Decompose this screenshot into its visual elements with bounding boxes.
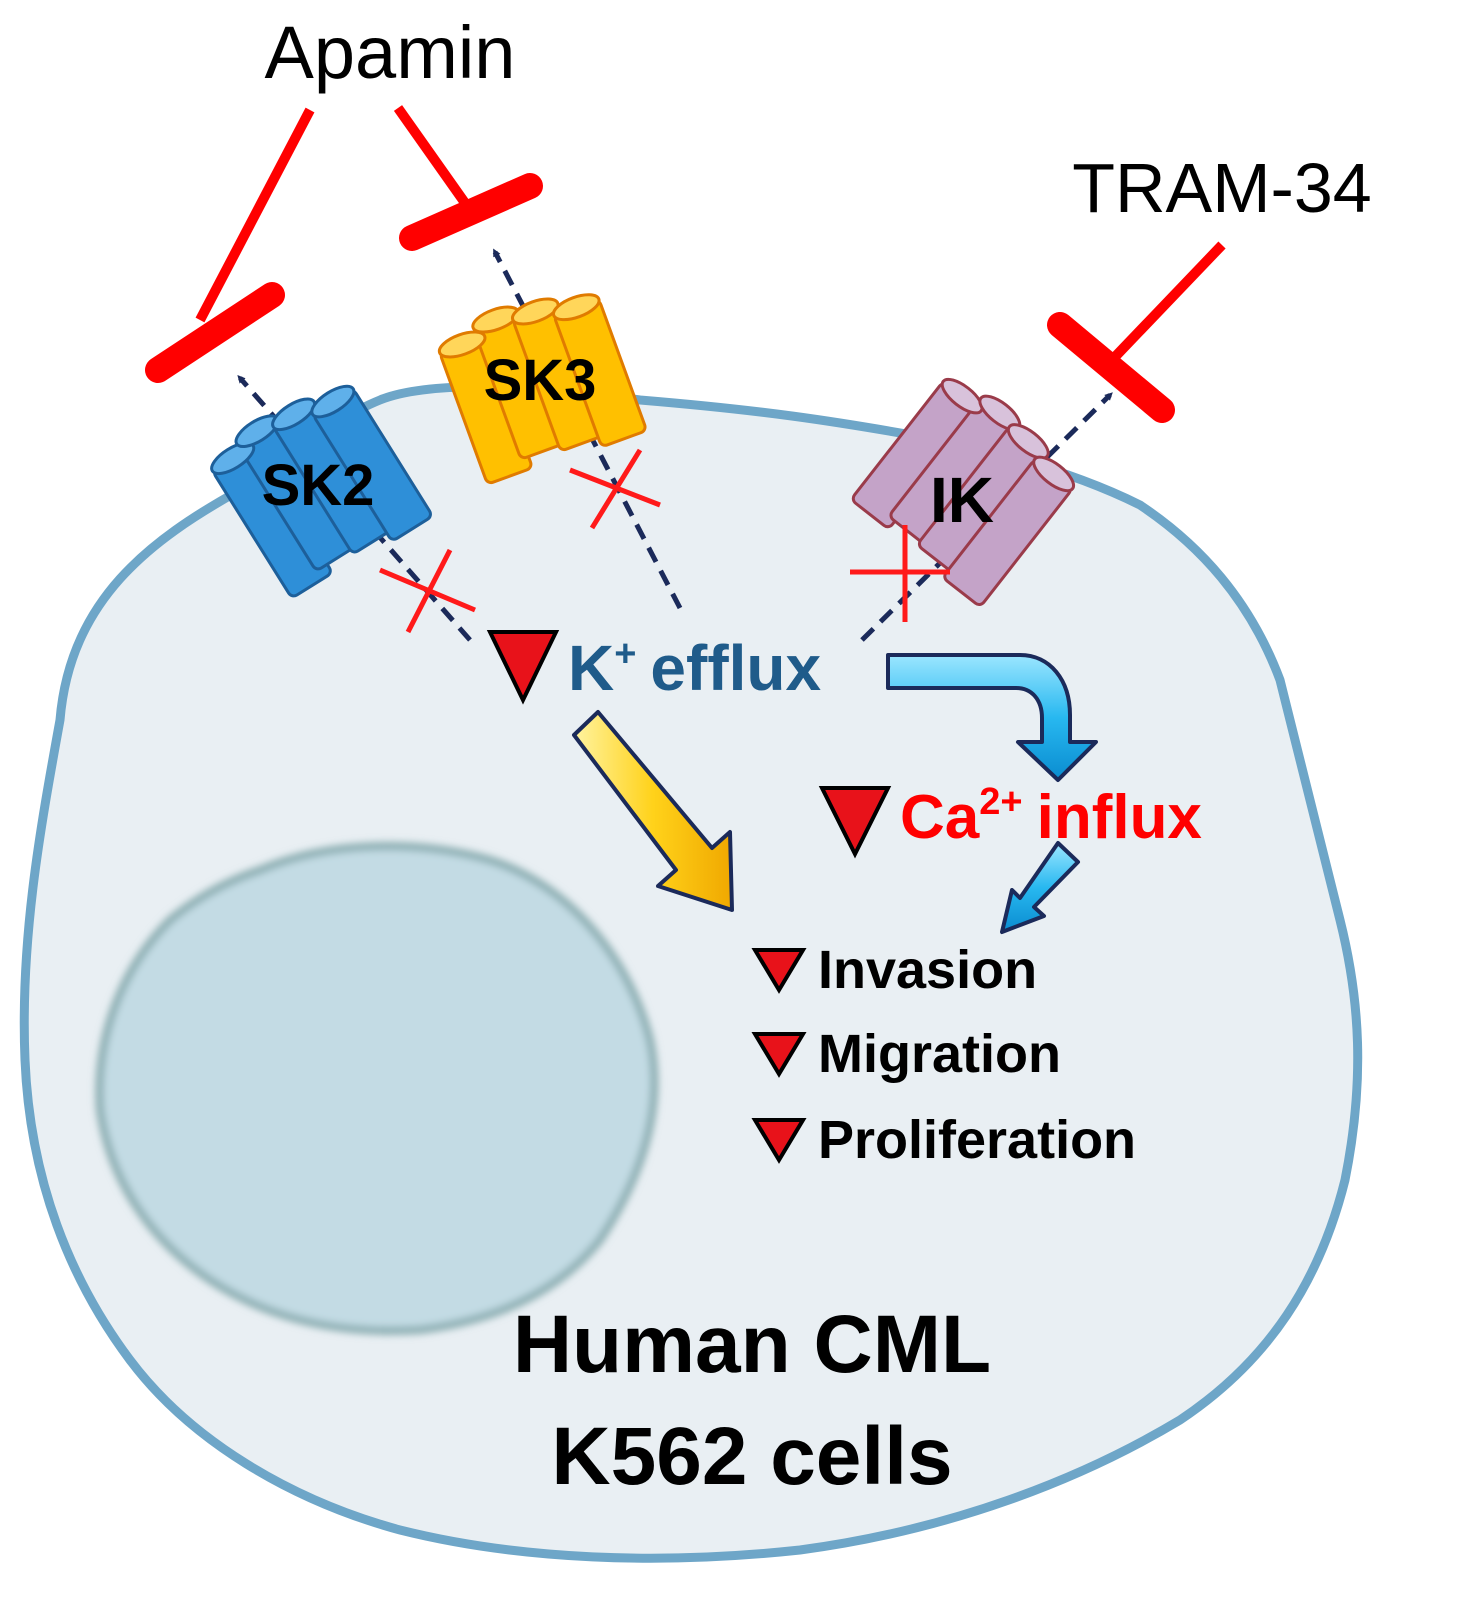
inhibitor-apamin-sk2: [145, 107, 315, 383]
inhibitor-apamin-sk3: [393, 105, 543, 251]
cell-title-line2: K562 cells: [551, 1411, 952, 1502]
block-mark-sk3: [569, 448, 661, 530]
potassium-efflux-label: K+efflux: [568, 632, 822, 704]
decrease-marker-calcium: [818, 786, 892, 859]
sk3-channel-icon: [437, 293, 647, 485]
ik-channel-icon: [851, 377, 1076, 607]
block-mark-ik: [850, 525, 950, 622]
outcome-invasion: Invasion: [818, 940, 1037, 1000]
decrease-marker-proliferation: [751, 1118, 807, 1164]
outcome-proliferation: Proliferation: [818, 1110, 1136, 1170]
blue-bent-arrow: [886, 653, 1098, 782]
sk2-channel-icon: [210, 384, 432, 598]
outcome-list: Invasion Migration Proliferation: [751, 940, 1136, 1170]
block-marks: [379, 448, 950, 634]
cell-title-line1: Human CML: [513, 1299, 991, 1390]
nucleus: [95, 842, 658, 1335]
blue-arrow-down: [1000, 841, 1080, 934]
calcium-influx-label: Ca2+influx: [900, 781, 1202, 852]
apamin-label: Apamin: [265, 11, 516, 94]
decrease-marker-migration: [751, 1032, 807, 1078]
decrease-marker-invasion: [751, 948, 807, 994]
yellow-arrow: [572, 710, 734, 912]
sk3-label: SK3: [484, 348, 597, 413]
inhibitor-tram34-ik: [1047, 241, 1226, 423]
sk2-label: SK2: [262, 453, 375, 518]
outcome-migration: Migration: [818, 1024, 1061, 1084]
ik-label: IK: [930, 464, 994, 536]
block-mark-sk2: [379, 548, 476, 634]
decrease-marker-potassium: [486, 630, 560, 705]
dashed-path-sk3: [492, 248, 683, 610]
tram34-label: TRAM-34: [1072, 149, 1371, 227]
